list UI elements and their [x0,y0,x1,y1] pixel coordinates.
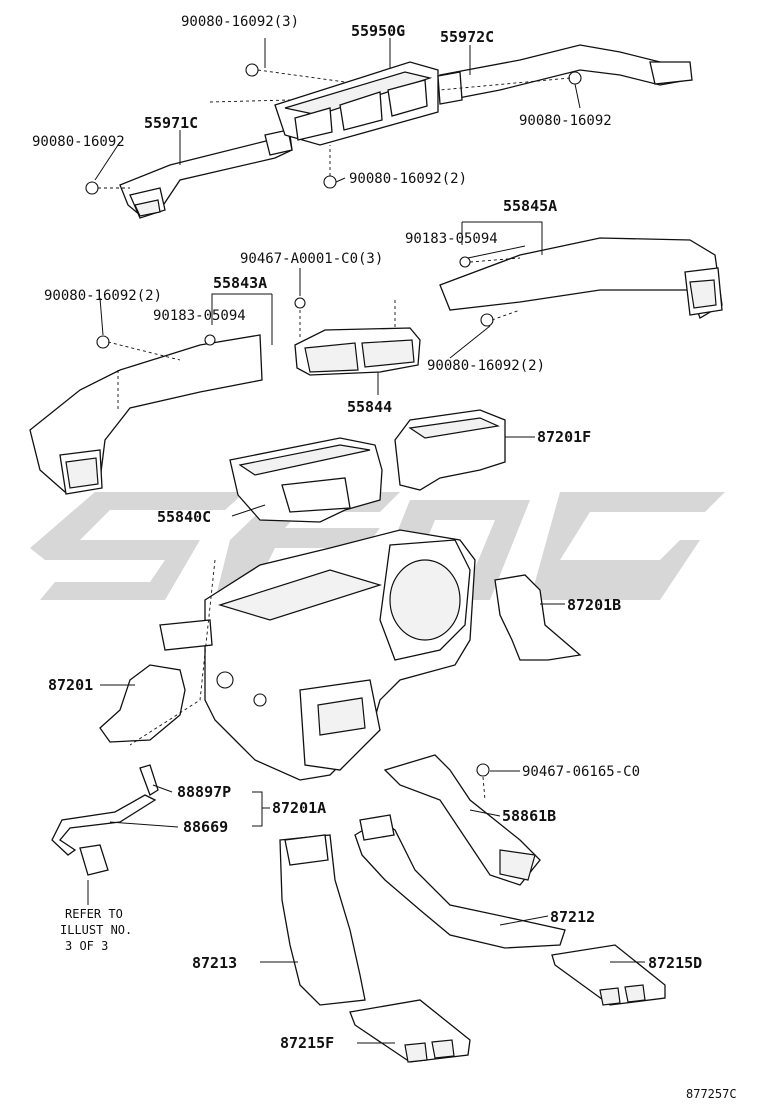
part-55972c-duct [437,44,693,105]
part-heater-unit [159,529,476,781]
dashed-leaders [98,69,571,801]
part-55950g-register [274,61,439,146]
label-90080-16092-left: 90080-16092 [32,134,125,150]
label-87215d: 87215D [648,954,702,972]
leader-lines [87,38,645,1044]
label-88897p: 88897P [177,783,231,801]
part-87213-duct [279,834,366,1006]
part-55971c-duct [119,129,293,219]
label-88669: 88669 [183,818,228,836]
part-87212-duct [354,814,566,949]
part-87215f-nozzle [349,999,471,1063]
note-line-3: 3 OF 3 [65,939,108,953]
part-58861b-duct [383,754,541,886]
label-90080-16092-right: 90080-16092 [519,113,612,129]
label-55843a: 55843A [213,274,267,292]
label-87201b: 87201B [567,596,621,614]
part-55840c-nozzle [229,437,383,523]
part-55845a-duct [439,237,723,319]
part-55844-vent [294,327,421,376]
fasteners [85,63,582,777]
part-87201b-duct [494,574,582,661]
part-labels: 90080-16092(3) 55950G 55972C 90080-16092… [32,14,702,1052]
part-88897p-88669-hose [51,764,159,876]
part-87201-duct [99,664,186,743]
label-87201: 87201 [48,676,93,694]
label-55971c: 55971C [144,114,198,132]
label-87213: 87213 [192,954,237,972]
label-90080-16092-3: 90080-16092(3) [181,14,299,30]
label-58861b: 58861B [502,807,556,825]
label-90183-05094-right: 90183-05094 [405,231,498,247]
label-90183-05094-left: 90183-05094 [153,308,246,324]
label-55845a: 55845A [503,197,557,215]
note-line-2: ILLUST NO. [60,923,132,937]
label-55950g: 55950G [351,22,405,40]
label-87201a: 87201A [272,799,326,817]
label-90467-a0001-c0-3: 90467-A0001-C0(3) [240,251,383,267]
label-90080-16092-2-top: 90080-16092(2) [349,171,467,187]
label-87201f: 87201F [537,428,591,446]
label-55972c: 55972C [440,28,494,46]
part-87215d-nozzle [551,944,666,1006]
figure-reference: 877257C [686,1087,737,1101]
part-87201f-duct [394,409,506,491]
label-55844: 55844 [347,398,392,416]
part-55843a-duct [29,334,263,495]
label-90080-16092-2-right: 90080-16092(2) [427,358,545,374]
label-90080-16092-2-left: 90080-16092(2) [44,288,162,304]
label-55840c: 55840C [157,508,211,526]
reference-note: REFER TO ILLUST NO. 3 OF 3 [60,907,132,953]
label-87215f: 87215F [280,1034,334,1052]
note-line-1: REFER TO [65,907,123,921]
label-87212: 87212 [550,908,595,926]
label-90467-06165-c0: 90467-06165-C0 [522,764,640,780]
